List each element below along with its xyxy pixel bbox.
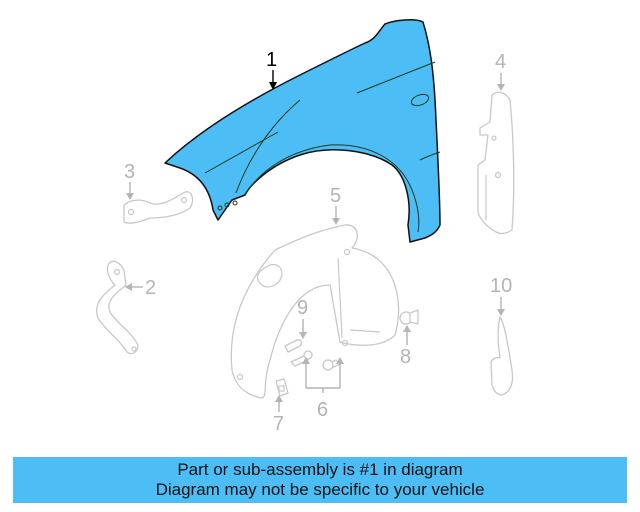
callout-5: 5 bbox=[330, 185, 341, 207]
part-7-clip-nut[interactable] bbox=[275, 378, 289, 397]
part-5-fender-liner[interactable] bbox=[230, 224, 400, 399]
banner-line-2: Diagram may not be specific to your vehi… bbox=[155, 480, 485, 499]
callout-6: 6 bbox=[317, 399, 328, 421]
part-1-fender[interactable] bbox=[164, 19, 441, 243]
callout-2: 2 bbox=[145, 277, 156, 299]
part-8-push-retainer[interactable] bbox=[399, 309, 419, 325]
callout-10: 10 bbox=[490, 275, 512, 297]
parts-diagram: 5 1 3 2 4 bbox=[96, 19, 515, 435]
callout-3: 3 bbox=[124, 161, 135, 183]
part-4-rear-bracket[interactable] bbox=[477, 91, 515, 235]
callout-4: 4 bbox=[495, 51, 506, 73]
callout-8: 8 bbox=[400, 346, 411, 368]
part-2-lower-bracket[interactable] bbox=[96, 260, 139, 355]
callout-7: 7 bbox=[273, 413, 284, 435]
callout-1: 1 bbox=[266, 49, 277, 71]
part-3-upper-bracket[interactable] bbox=[123, 191, 194, 224]
part-9-clip[interactable] bbox=[284, 339, 303, 353]
banner-line-1: Part or sub-assembly is #1 in diagram bbox=[177, 460, 463, 479]
part-10-mud-flap[interactable] bbox=[490, 316, 514, 396]
info-banner: Part or sub-assembly is #1 in diagram Di… bbox=[13, 457, 627, 503]
part-6-screws[interactable] bbox=[290, 350, 341, 371]
callout-9: 9 bbox=[297, 297, 308, 319]
